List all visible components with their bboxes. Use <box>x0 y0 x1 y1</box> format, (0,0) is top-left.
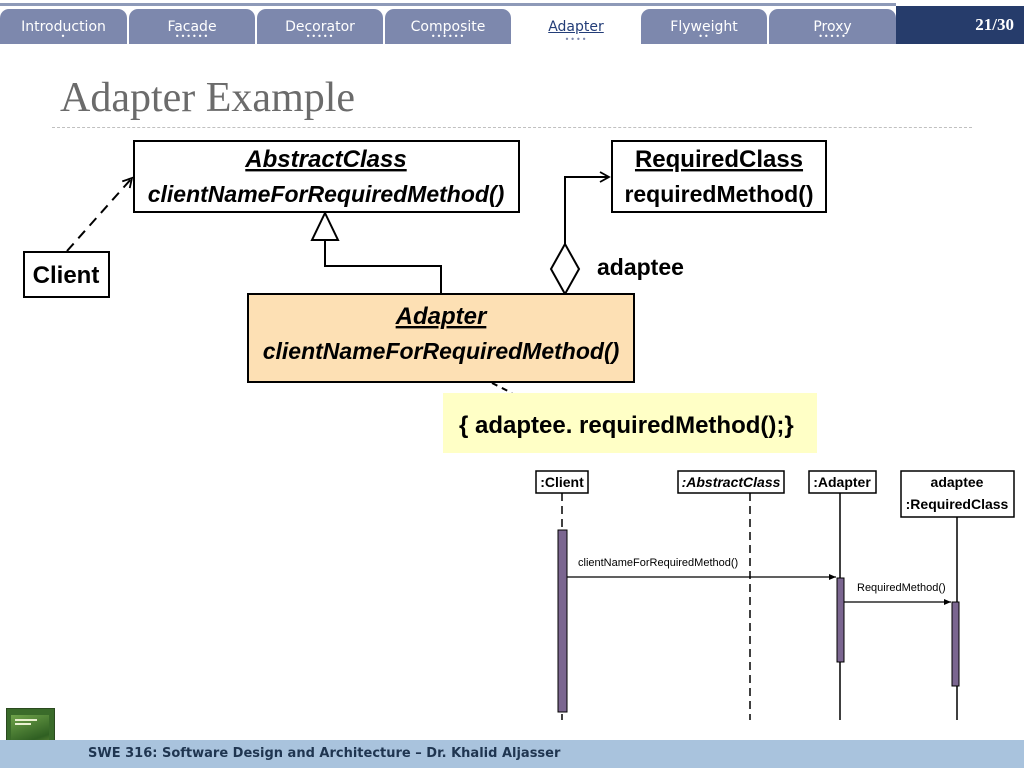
progress-dots: •••••• <box>174 32 210 41</box>
lifeline-required-label-2: :RequiredClass <box>906 496 1009 512</box>
client-dependency-arrow <box>66 176 134 252</box>
tab-label: Adapter <box>548 19 604 35</box>
lifeline-required-box <box>900 470 1015 518</box>
message-1-label: clientNameForRequiredMethod() <box>578 557 738 569</box>
lifeline-required-label-1: adaptee <box>931 474 984 490</box>
tab-label: Proxy <box>813 19 852 35</box>
progress-dots: • <box>60 32 67 41</box>
abstract-class-box: AbstractClass clientNameForRequiredMetho… <box>133 140 520 213</box>
lifeline-adapter-label: :Adapter <box>813 474 871 490</box>
page-number: 21/30 <box>975 15 1014 34</box>
tab-label: Flyweight <box>670 19 738 35</box>
footer-bar: SWE 316: Software Design and Architectur… <box>0 740 1024 768</box>
aggregation-arrow: adaptee <box>549 171 684 297</box>
progress-dots: ••••• <box>305 32 335 41</box>
tab-composite[interactable]: Composite •••••• <box>385 9 511 44</box>
title-divider <box>52 127 972 128</box>
required-class-method: requiredMethod() <box>624 181 813 207</box>
client-name: Client <box>33 262 100 289</box>
code-note-text: { adaptee. requiredMethod();} <box>459 412 794 439</box>
lifeline-adapter-box <box>808 470 877 494</box>
required-class-name: RequiredClass <box>635 146 803 173</box>
adapter-class-method: clientNameForRequiredMethod() <box>263 338 620 364</box>
page-indicator: 21/30 <box>896 6 1024 44</box>
client-box: Client <box>23 251 110 298</box>
tab-label: Composite <box>410 19 486 35</box>
tab-label: Introduction <box>21 19 106 35</box>
adapter-class-box: Adapter clientNameForRequiredMethod() <box>247 293 635 383</box>
adaptee-label: adaptee <box>597 254 684 280</box>
code-note: { adaptee. requiredMethod();} <box>443 393 817 453</box>
activation-required <box>951 601 960 687</box>
required-class-box: RequiredClass requiredMethod() <box>611 140 827 213</box>
lifeline-abstract-box <box>677 470 785 494</box>
lifeline-client-label: :Client <box>540 474 584 490</box>
tab-decorator[interactable]: Decorator ••••• <box>257 9 383 44</box>
footer-text: SWE 316: Software Design and Architectur… <box>88 746 561 761</box>
progress-dots: •••• <box>564 35 588 44</box>
abstract-class-name: AbstractClass <box>244 146 406 173</box>
activation-client <box>557 529 568 713</box>
message-2-label: RequiredMethod() <box>857 582 946 594</box>
tab-flyweight[interactable]: Flyweight •• <box>641 9 767 44</box>
activation-adapter <box>836 577 845 663</box>
tab-adapter[interactable]: Adapter •••• <box>513 9 639 46</box>
slide-title: Adapter Example <box>60 75 356 121</box>
adapter-class-name: Adapter <box>395 303 488 330</box>
navigation-tabs: Introduction • Facade •••••• Decorator •… <box>0 9 1024 46</box>
lifeline-abstract-label: :AbstractClass <box>682 474 781 490</box>
tab-facade[interactable]: Facade •••••• <box>129 9 255 44</box>
inheritance-arrow <box>310 210 442 294</box>
sequence-diagram: :Client :AbstractClass :Adapter adaptee … <box>535 470 1015 720</box>
progress-dots: •• <box>698 32 710 41</box>
tab-introduction[interactable]: Introduction • <box>0 9 127 44</box>
tab-label: Decorator <box>285 19 355 35</box>
progress-dots: ••••• <box>818 32 847 41</box>
tab-label: Facade <box>167 19 217 35</box>
note-connector <box>491 382 513 394</box>
abstract-class-method: clientNameForRequiredMethod() <box>148 181 505 207</box>
progress-dots: •••••• <box>430 32 466 41</box>
tab-proxy[interactable]: Proxy ••••• <box>769 9 896 44</box>
